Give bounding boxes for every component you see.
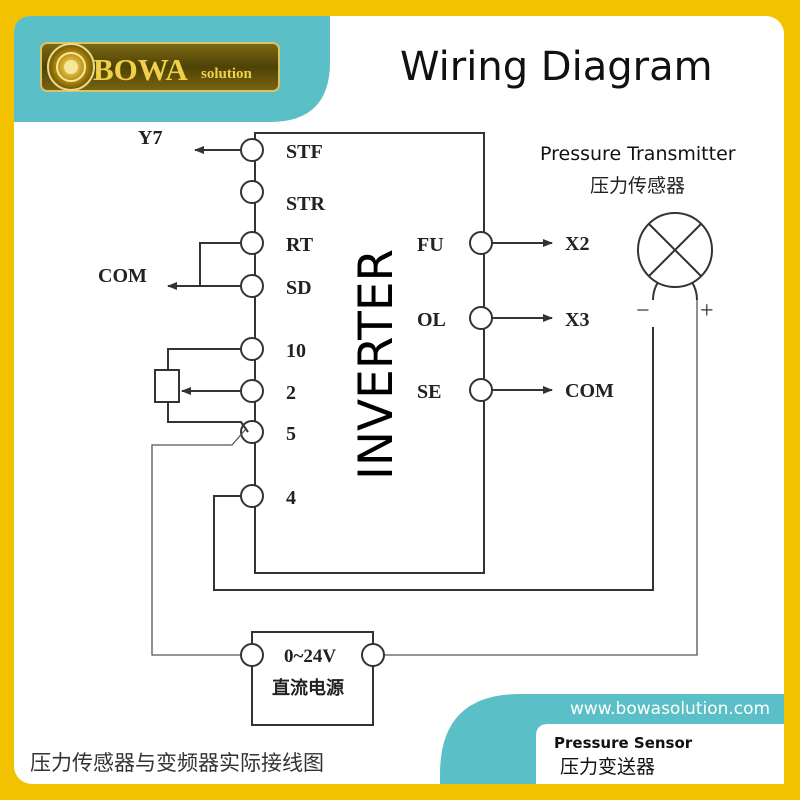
terminal-stf — [240, 138, 264, 162]
diagram-caption-cn: 压力传感器与变频器实际接线图 — [30, 751, 324, 775]
logo-subtext: solution — [201, 66, 253, 82]
page-title: Wiring Diagram — [400, 44, 713, 90]
terminal-label: STF — [286, 141, 323, 163]
terminal-sd — [240, 274, 264, 298]
inverter-label: INVERTER — [349, 249, 404, 480]
terminal-label: SD — [286, 277, 312, 299]
terminal-se — [469, 378, 493, 402]
terminal-label: SE — [417, 381, 441, 403]
terminal-fu — [469, 231, 493, 255]
footer-white-panel — [536, 724, 784, 784]
label-x2: X2 — [565, 233, 589, 255]
transmitter-title: Pressure Transmitter — [540, 143, 736, 165]
terminal-str — [240, 180, 264, 204]
terminal-label: FU — [417, 234, 444, 256]
terminal-label: 2 — [286, 382, 296, 404]
logo-text: BOWA — [93, 52, 188, 87]
terminal-2 — [240, 379, 264, 403]
wire-rt-sd-bridge — [199, 242, 241, 286]
transmitter-title-cn: 压力传感器 — [590, 175, 685, 197]
supply-terminal-pos — [361, 643, 385, 667]
label-x3: X3 — [565, 309, 589, 331]
right-terminals — [469, 231, 493, 402]
label-com-right: COM — [565, 380, 614, 402]
wire-signal-loop — [213, 327, 654, 591]
wire-potentiometer — [167, 348, 249, 433]
sensor-name-cn: 压力变送器 — [560, 756, 655, 778]
terminal-10 — [240, 337, 264, 361]
terminal-label: RT — [286, 234, 314, 256]
sensor-minus-label: − — [636, 298, 650, 324]
terminal-rt — [240, 231, 264, 255]
pressure-transmitter — [637, 212, 713, 301]
potentiometer — [154, 369, 180, 403]
wires — [154, 146, 654, 591]
terminal-label: 4 — [286, 487, 296, 509]
terminal-label: 10 — [286, 340, 306, 362]
terminal-5 — [240, 420, 264, 444]
supply-terminal-neg — [240, 643, 264, 667]
wire-5-supply — [151, 429, 246, 656]
supply-voltage: 0~24V — [284, 646, 336, 667]
terminal-4 — [240, 484, 264, 508]
terminal-ol — [469, 306, 493, 330]
thin-wires — [151, 300, 698, 656]
sensor-plus-label: + — [700, 298, 714, 324]
terminal-label: 5 — [286, 423, 296, 445]
terminal-label: STR — [286, 193, 325, 215]
power-supply-box — [251, 631, 374, 726]
terminal-label: OL — [417, 309, 446, 331]
brand-logo: BOWA solution — [40, 42, 280, 92]
supply-label-cn: 直流电源 — [272, 677, 344, 699]
label-y7: Y7 — [138, 127, 162, 149]
white-panel — [14, 16, 784, 784]
wire-supply-sensor — [384, 300, 698, 656]
website-link[interactable]: www.bowasolution.com — [570, 699, 770, 719]
label-com-left: COM — [98, 265, 147, 287]
sensor-name-en: Pressure Sensor — [554, 734, 693, 752]
